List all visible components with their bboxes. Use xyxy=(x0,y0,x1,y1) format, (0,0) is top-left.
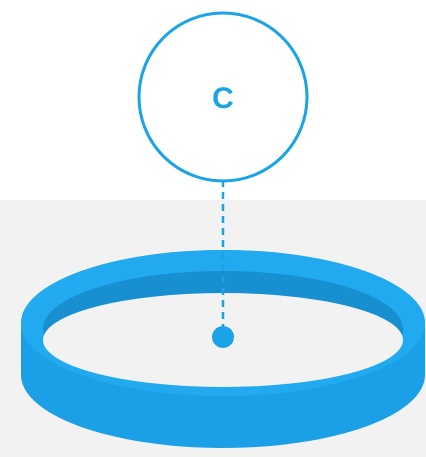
center-point xyxy=(212,326,234,348)
center-label: C xyxy=(212,82,234,115)
